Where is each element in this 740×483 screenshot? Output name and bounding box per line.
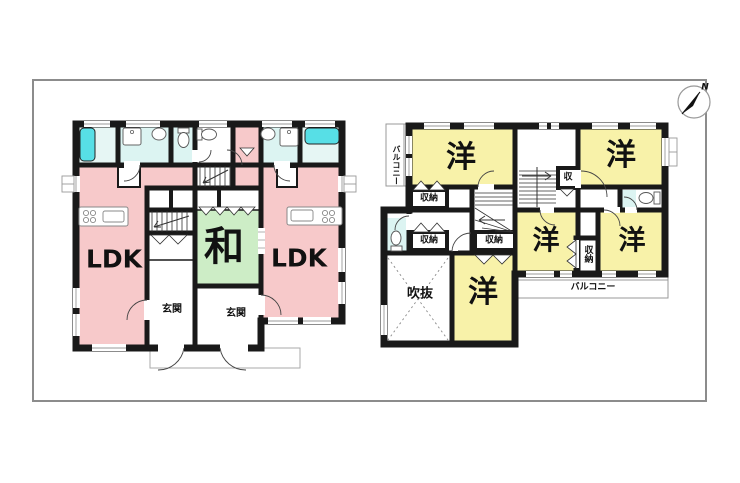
compass-needle <box>682 92 700 114</box>
floor1-door-arcs <box>123 149 291 371</box>
label-void: 吹抜 <box>406 286 434 302</box>
floor1-closet-marks <box>150 147 256 245</box>
room-washitsu <box>195 210 261 286</box>
floor1-walls <box>72 120 346 352</box>
label-closet-1: 収納 <box>419 193 439 204</box>
label-washitsu: 和 <box>204 224 244 270</box>
toilet-left <box>177 127 190 148</box>
label-bed-mid-right: 洋 <box>618 225 646 257</box>
sink-right <box>279 127 299 147</box>
closet-left-hall <box>117 166 141 188</box>
floor2-fixtures <box>390 191 661 252</box>
void-cross <box>387 257 449 341</box>
floor1-fixtures <box>78 127 343 227</box>
sink-left <box>122 127 142 146</box>
floor2-stairs <box>474 167 556 233</box>
room-bed-top-right <box>578 126 665 187</box>
label-genkan-left: 玄関 <box>162 304 182 315</box>
washitsu-window <box>258 231 265 249</box>
label-closet-3: 収納 <box>484 235 504 246</box>
label-bed-top-right: 洋 <box>606 138 636 173</box>
floor2-walls <box>380 122 669 348</box>
label-bed-top-left: 洋 <box>446 140 476 175</box>
floor2-door-arcs <box>394 170 638 253</box>
kitchen-right <box>286 206 343 226</box>
floor2-closet-boxes <box>409 166 580 252</box>
toilet-center <box>196 128 217 141</box>
toilet-counter-top-right <box>622 190 636 208</box>
toilet-lower-left <box>390 230 403 252</box>
label-ldk-left: LDK <box>85 244 143 274</box>
floor1-door-gaps <box>124 150 290 352</box>
label-ldk-right: LDK <box>270 243 328 273</box>
room-ldk-right <box>261 165 342 321</box>
bathtub-right <box>304 127 340 145</box>
room-bed-mid-right <box>600 210 665 274</box>
compass <box>677 85 711 119</box>
floor1-plan <box>61 120 357 371</box>
label-closet-small: 収 <box>563 172 573 183</box>
floor2-closet-marks <box>412 180 577 269</box>
label-balcony-left: バルコニー <box>392 145 401 185</box>
label-balcony-bottom: バルコニー <box>570 282 616 293</box>
label-genkan-right: 玄関 <box>226 308 246 319</box>
floor1-stairs <box>151 166 231 232</box>
floor2-windows <box>381 123 678 335</box>
floor1-windows <box>61 121 357 351</box>
label-compass-north: N <box>701 82 709 93</box>
basin-right <box>260 127 276 141</box>
room-bed-bottom <box>452 253 515 344</box>
room-bed-mid-center <box>515 210 576 274</box>
floor2-room-fills <box>386 126 665 344</box>
label-bed-mid-center: 洋 <box>532 225 560 257</box>
kitchen-left <box>78 206 129 227</box>
label-closet-4: 収納 <box>582 245 593 263</box>
room-bed-top-left <box>409 126 515 187</box>
toilet-top-right <box>638 191 661 205</box>
floor2-plan <box>380 122 678 348</box>
basin-left <box>151 127 167 141</box>
label-closet-2: 収納 <box>419 235 439 246</box>
bathtub-left <box>79 127 96 162</box>
label-bed-bottom: 洋 <box>468 275 498 310</box>
